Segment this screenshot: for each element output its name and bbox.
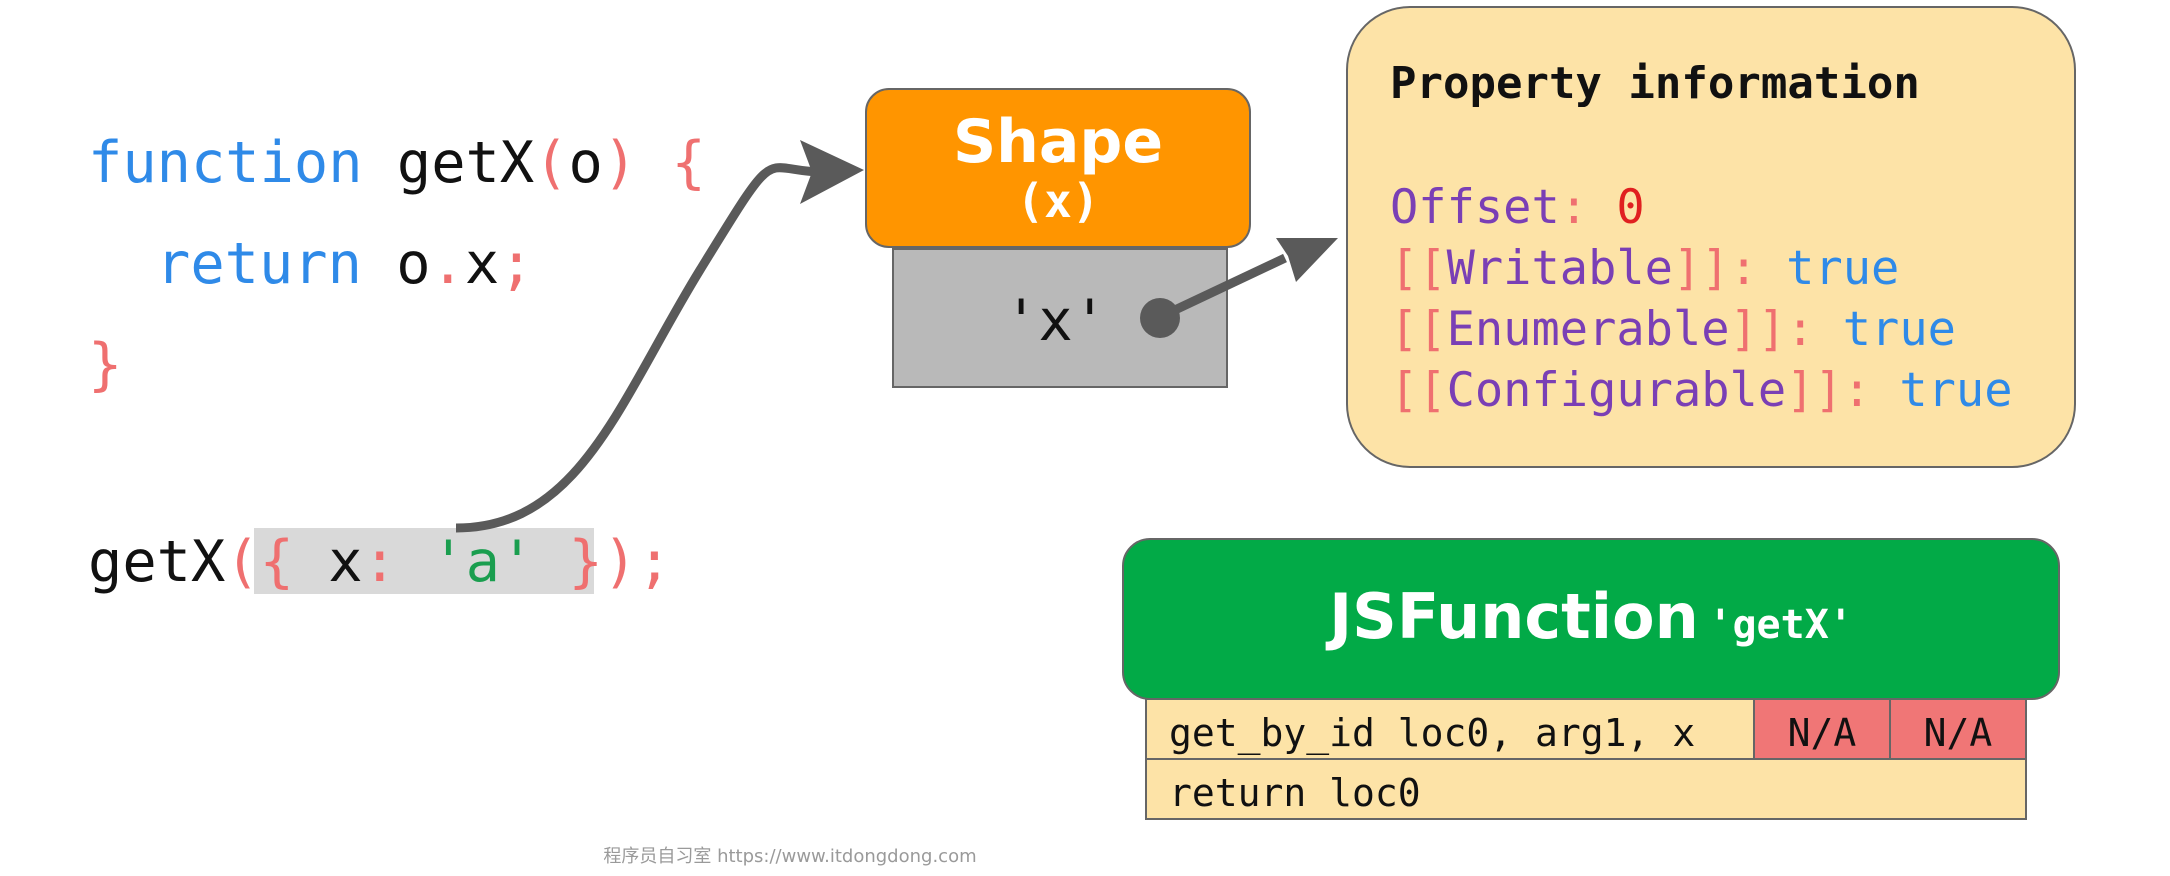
object-open-brace: { <box>259 529 294 595</box>
property-info-title: Property information <box>1390 58 1920 109</box>
close-brace: } <box>88 332 123 398</box>
offset-colon: : <box>1559 180 1589 235</box>
object-colon: : <box>362 529 397 595</box>
bytecode-instruction: get_by_id loc0, arg1, x <box>1169 711 1696 755</box>
configurable-value: true <box>1899 363 2013 418</box>
open-brace: { <box>671 130 706 196</box>
code-line-return: return o.x; <box>156 236 534 293</box>
inline-cache-slot-2-value: N/A <box>1923 711 1993 755</box>
object-close-brace: } <box>568 529 603 595</box>
object-key-x: x <box>328 529 363 595</box>
object-literal-highlight <box>254 528 594 594</box>
arrow-object-to-shape <box>455 163 821 533</box>
code-line-function-def: function getX(o) { <box>88 135 706 192</box>
arrowhead-property <box>1276 238 1338 282</box>
property-info-box <box>1346 6 2076 468</box>
property-offset: Offset: 0 <box>1390 180 1645 235</box>
configurable-open: [[ <box>1390 363 1447 418</box>
shape-subtitle: (x) <box>1016 174 1100 228</box>
property-writable: [[Writable]]: true <box>1390 241 1899 296</box>
keyword-function: function <box>88 130 363 196</box>
enumerable-close: ]]: <box>1729 302 1815 357</box>
offset-label: Offset <box>1390 180 1560 235</box>
inline-cache-slot-2: N/A <box>1889 698 2027 760</box>
open-paren: ( <box>534 130 569 196</box>
call-open-paren: ( <box>225 529 260 595</box>
arrow-key-to-property <box>1156 253 1287 323</box>
arrowhead-shape <box>800 140 864 204</box>
dot: . <box>430 231 465 297</box>
key-pointer-dot <box>1140 298 1180 338</box>
jsfunction-header: JSFunction 'getX' <box>1122 538 2060 700</box>
shape-key-x: 'x' <box>1004 288 1107 354</box>
bytecode-row-get-by-id: get_by_id loc0, arg1, x <box>1145 698 1755 760</box>
inline-cache-slot-1-value: N/A <box>1787 711 1857 755</box>
close-paren: ) <box>602 130 638 196</box>
enumerable-label: Enumerable <box>1446 302 1730 357</box>
writable-open: [[ <box>1390 241 1447 296</box>
enumerable-value: true <box>1842 302 1956 357</box>
configurable-label: Configurable <box>1446 363 1787 418</box>
code-line-close-brace: } <box>88 337 122 394</box>
property-configurable: [[Configurable]]: true <box>1390 363 2013 418</box>
shape-header: Shape (x) <box>865 88 1251 248</box>
object-value-a: 'a' <box>431 529 535 595</box>
configurable-close: ]]: <box>1786 363 1872 418</box>
bytecode-instruction: return loc0 <box>1169 771 1421 815</box>
writable-value: true <box>1786 241 1900 296</box>
function-name: getX <box>396 130 535 196</box>
code-line-call: getX({ x: 'a' }); <box>88 534 672 591</box>
jsfunction-name: 'getX' <box>1708 602 1853 648</box>
keyword-return: return <box>156 231 362 297</box>
param-o: o <box>568 130 603 196</box>
object-o: o <box>396 231 431 297</box>
shape-title: Shape <box>952 107 1164 177</box>
jsfunction-title: JSFunction <box>1329 580 1699 653</box>
call-close-paren: ) <box>602 529 638 595</box>
writable-close: ]]: <box>1672 241 1758 296</box>
writable-label: Writable <box>1446 241 1673 296</box>
semicolon: ; <box>499 231 534 297</box>
property-enumerable: [[Enumerable]]: true <box>1390 302 1956 357</box>
offset-value: 0 <box>1616 180 1645 235</box>
enumerable-open: [[ <box>1390 302 1447 357</box>
call-semicolon: ; <box>637 529 672 595</box>
prop-x: x <box>464 231 500 297</box>
call-function-name: getX <box>88 529 226 595</box>
inline-cache-slot-1: N/A <box>1753 698 1891 760</box>
bytecode-row-return: return loc0 <box>1145 758 2027 820</box>
footer-watermark: 程序员自习室 https://www.itdongdong.com <box>603 846 977 867</box>
